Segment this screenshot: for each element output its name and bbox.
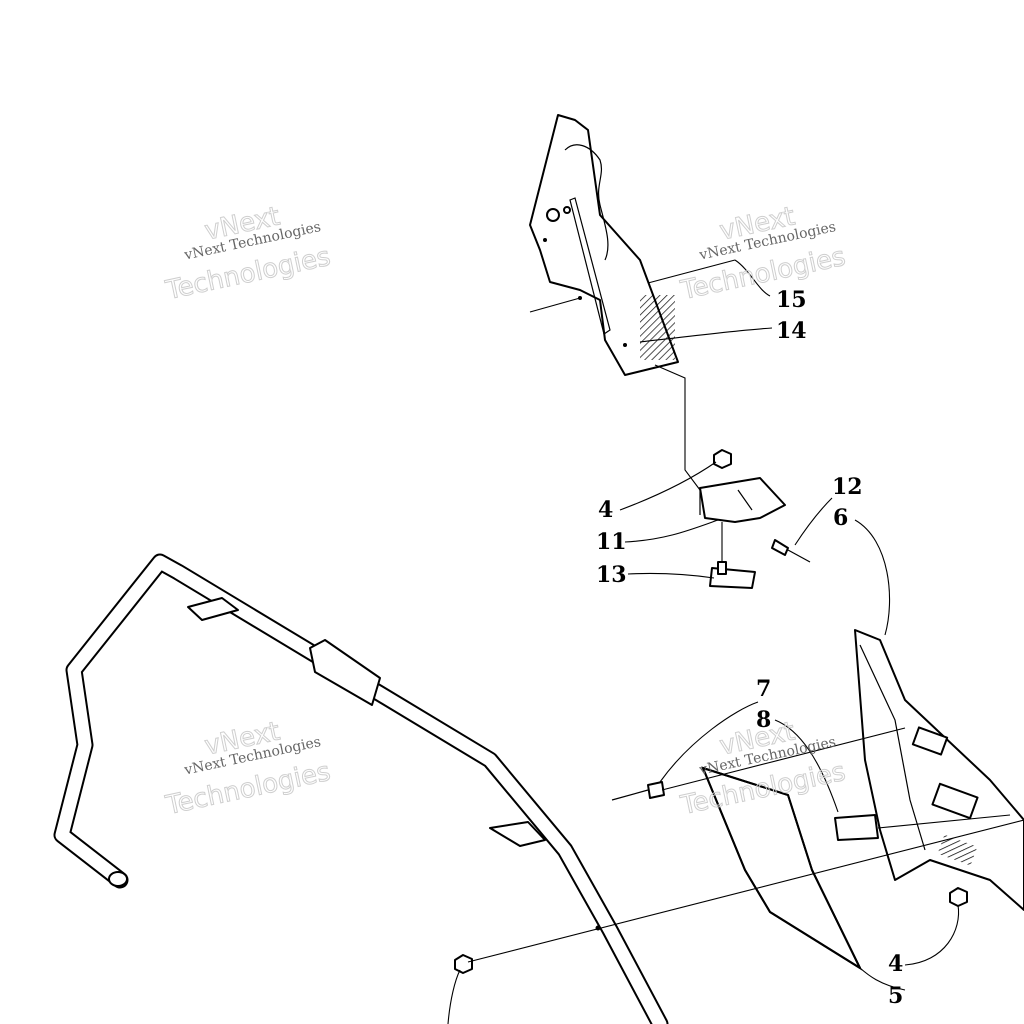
callout-7: 7 [756,676,771,702]
nut-part-4-top [713,449,732,469]
callout-12: 12 [832,474,863,500]
watermark-bottom-left: vNext vNext Technologies Technologies [162,716,334,822]
callout-6: 6 [833,505,848,531]
callout-13: 13 [596,562,627,588]
handle-bar-frame [53,553,669,1024]
leader-lines [447,259,1024,1024]
watermark-bottom-right: vNext vNext Technologies Technologies [677,716,849,822]
callout-15: 15 [776,287,807,313]
callout-4-bottom: 4 [888,951,903,977]
fastener-part-13 [709,561,756,589]
callout-labels: 15 14 12 6 4 11 13 7 8 4 5 [596,287,903,1009]
callout-11: 11 [596,529,627,555]
rivet-part-7 [611,781,665,801]
watermark-top-right: vNext vNext Technologies Technologies [677,201,849,307]
watermark-top-left: vNext vNext Technologies Technologies [162,201,334,307]
nut-part-4-right [949,887,968,907]
mount-bracket-part-11 [699,477,786,523]
callout-14: 14 [776,318,807,344]
pad-part-8 [834,814,879,841]
side-frame-part-6 [854,629,1024,911]
callout-8: 8 [756,707,771,733]
callout-4-top: 4 [598,497,613,523]
upper-bracket-part-14 [529,114,679,376]
callout-5: 5 [888,983,903,1009]
fitting-part-12 [771,539,811,563]
nut-part-4-left [454,954,473,974]
